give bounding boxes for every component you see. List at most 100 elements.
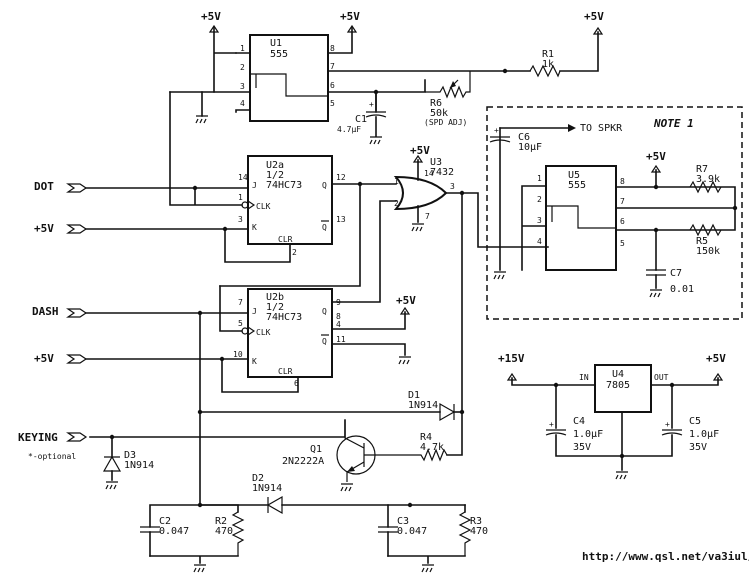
u1-ref: U1: [270, 38, 282, 49]
top-right-vcc-label: +5V: [584, 10, 604, 23]
u4-out: OUT: [654, 373, 669, 382]
dot-label: DOT: [34, 180, 54, 193]
r6-value: 50k: [430, 108, 448, 119]
r4-resistor: [380, 448, 448, 462]
u1-supply: +5V +5V +5V: [201, 10, 604, 35]
c7-ref: C7: [670, 268, 682, 279]
u2b-k-supply: +5V: [34, 352, 88, 365]
r4-value: 4.7k: [420, 442, 444, 453]
u1-pin-7: 7: [330, 62, 335, 71]
d3-ref: D3: [124, 450, 136, 461]
r5-resistor: [689, 223, 722, 237]
u2b-ref: U2b: [266, 292, 284, 303]
u1-pin-5: 5: [330, 99, 335, 108]
svg-text:+: +: [549, 420, 554, 429]
c4-voltage: 35V: [573, 442, 591, 453]
c2-ref: C2: [159, 516, 171, 527]
keying-input: KEYING *-optional: [18, 431, 88, 461]
r1-value: 1k: [542, 59, 554, 70]
r7-ref: R7: [696, 164, 708, 175]
u5-pin-7: 7: [620, 197, 625, 206]
r5-value: 150k: [696, 246, 720, 257]
d3-part: 1N914: [124, 460, 154, 471]
c3-ref: C3: [397, 516, 409, 527]
u2b-pin-8: 8: [336, 312, 341, 321]
u2a-flipflop: U2a 1/2 74HC73 J CLK K Q Q CLR 14 1 3 12…: [238, 155, 346, 257]
u1-pin-4: 4: [240, 99, 245, 108]
q1-ref: Q1: [310, 444, 322, 455]
u2a-ref: U2a: [266, 160, 284, 171]
c3-value: 0.047: [397, 526, 427, 537]
u2b-k: K: [252, 357, 257, 366]
u5-pin-1: 1: [537, 174, 542, 183]
u5-pin-8: 8: [620, 177, 625, 186]
u2b-part: 74HC73: [266, 312, 302, 323]
r3-resistor: [458, 511, 472, 556]
u4-part: 7805: [606, 380, 630, 391]
u5-ref: U5: [568, 170, 580, 181]
optional-note: *-optional: [28, 452, 76, 461]
r6-pot: [425, 71, 471, 99]
u2a-clr: CLR: [278, 235, 293, 244]
u2b-clr: CLR: [278, 367, 293, 376]
u2a-q: Q: [322, 181, 327, 190]
dash-input: DASH: [32, 305, 88, 318]
u2b-clk: CLK: [256, 328, 271, 337]
u1-vcc-label: +5V: [201, 10, 221, 23]
u3-pin-3: 3: [450, 182, 455, 191]
u1-pin-2: 2: [240, 63, 245, 72]
u2b-pin-4: 4: [336, 320, 341, 329]
u5-pin-5: 5: [620, 239, 625, 248]
u2a-pin-1: 1: [238, 193, 243, 202]
c2-value: 0.047: [159, 526, 189, 537]
u2a-clk: CLK: [256, 202, 271, 211]
c5-voltage: 35V: [689, 442, 707, 453]
u2b-pin-10: 10: [233, 350, 243, 359]
u2b-pin-7: 7: [238, 298, 243, 307]
u1-pin-3: 3: [240, 82, 245, 91]
u2a-part: 74HC73: [266, 180, 302, 191]
c6-value: 10µF: [518, 142, 542, 153]
c5-ref: C5: [689, 416, 701, 427]
u2a-j: J: [252, 181, 257, 190]
dash-label: DASH: [32, 305, 59, 318]
u3-pin-7: 7: [425, 212, 430, 221]
dot-input: DOT: [34, 180, 88, 193]
c5-value: 1.0µF: [689, 429, 719, 440]
r2-ref: R2: [215, 516, 227, 527]
c4-value: 1.0µF: [573, 429, 603, 440]
u2a-k: K: [252, 223, 257, 232]
u2a-pin-13: 13: [336, 215, 346, 224]
r6-note: (SPD ADJ): [424, 118, 467, 127]
u2b-pin-11: 11: [336, 335, 346, 344]
q1-part: 2N2222A: [282, 456, 324, 467]
u2a-pin-12: 12: [336, 173, 346, 182]
u3-part: 7432: [430, 167, 454, 178]
u4-vin-label: +15V: [498, 352, 525, 365]
r3-ref: R3: [470, 516, 482, 527]
d2-diode: [266, 495, 283, 515]
u3-pin-2: 2: [394, 199, 399, 208]
u2b-fraction: 1/2: [266, 302, 284, 313]
d1-part: 1N914: [408, 400, 438, 411]
u3-ref: U3: [430, 157, 442, 168]
u3-or-gate: U3 7432 1 2 3 14 7: [393, 157, 455, 221]
c6-ref: C6: [518, 132, 530, 143]
u2b-pin-9: 9: [336, 298, 341, 307]
u2b-j: J: [252, 307, 257, 316]
c7-value: 0.01: [670, 284, 694, 295]
u5-pin-2: 2: [537, 195, 542, 204]
u2a-k-supply: +5V: [34, 222, 88, 235]
r1-ref: R1: [542, 49, 554, 60]
svg-text:+: +: [369, 100, 374, 109]
u2a-pin-14: 14: [238, 173, 248, 182]
u5-pin-4: 4: [537, 237, 542, 246]
note1-label: NOTE 1: [653, 117, 694, 130]
speaker-label: TO SPKR: [580, 123, 623, 134]
u2b-qbar: Q: [322, 337, 327, 346]
u4-ref: U4: [612, 369, 624, 380]
u3-pin-14: 14: [424, 169, 434, 178]
r7-resistor: [689, 180, 722, 194]
c1-value: 4.7µF: [337, 125, 361, 134]
